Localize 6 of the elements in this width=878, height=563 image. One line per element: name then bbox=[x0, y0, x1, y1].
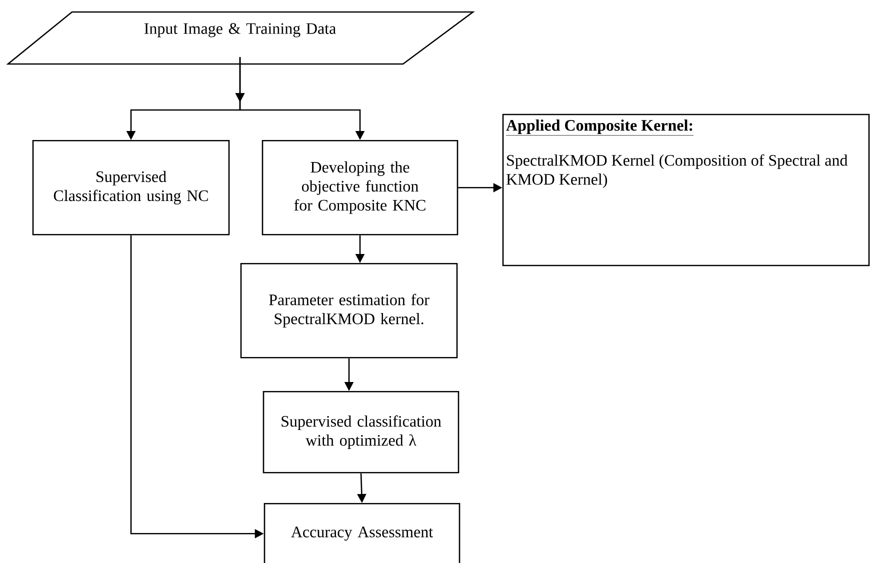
process-box: Supervised Classification using NC bbox=[32, 140, 230, 236]
process-box: Developing the objective function for Composite KNC bbox=[262, 140, 458, 236]
process-box: Parameter estimation for SpectralKMOD kernel. bbox=[240, 263, 458, 358]
process-box: Supervised classification with optimized λ bbox=[262, 391, 460, 474]
process-box: Accuracy Assessment bbox=[264, 503, 460, 563]
kernel-box: Applied Composite Kernel: SpectralKMOD Kernel (Composition of Spectral and KMOD Kernel) bbox=[502, 114, 870, 266]
